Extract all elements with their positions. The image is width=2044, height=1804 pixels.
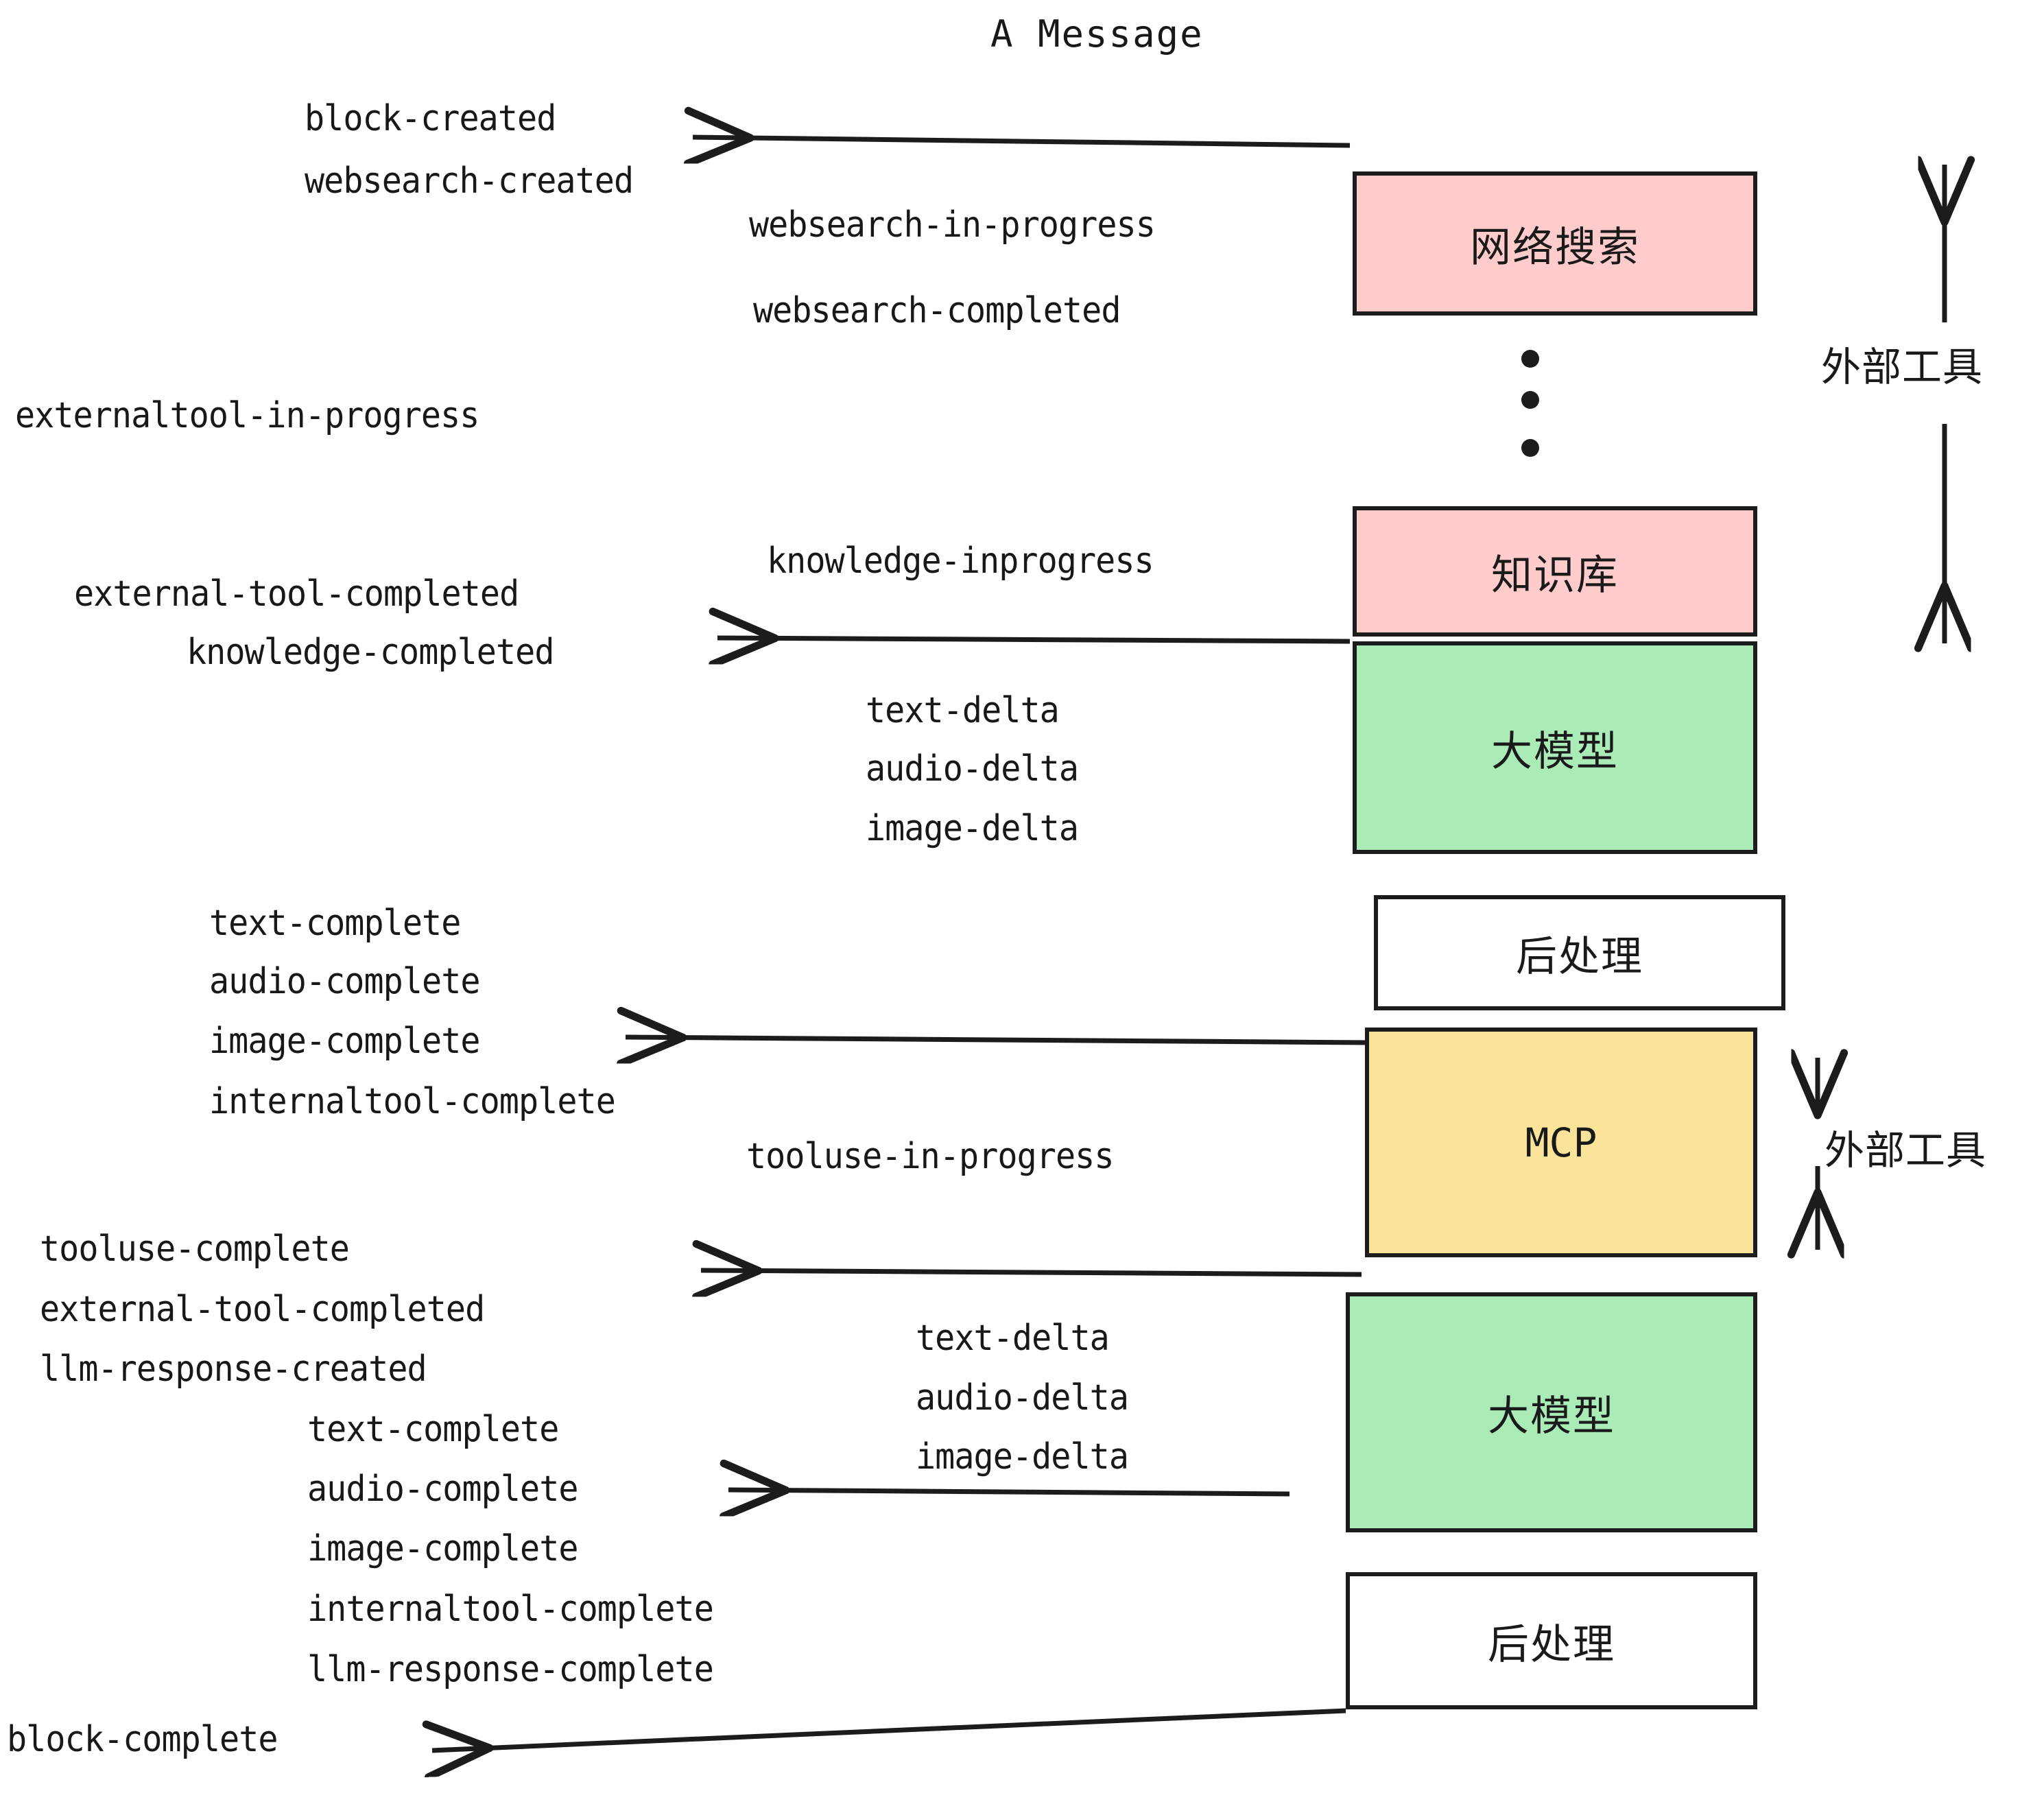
event-internaltool-complete-1: internaltool-complete [209, 1081, 616, 1122]
box-postprocess-1-label: 后处理 [1516, 932, 1643, 981]
arrow-websearch-to-events [693, 137, 1351, 145]
side-label-external-tools-top: 外部工具 [1821, 344, 1984, 390]
vertical-ellipsis-dot [1521, 350, 1539, 368]
event-image-complete-1: image-complete [209, 1021, 481, 1062]
box-llm-1: 大模型 [1353, 641, 1757, 854]
box-mcp-label: MCP [1525, 1119, 1597, 1166]
box-llm-2: 大模型 [1346, 1292, 1757, 1532]
event-llm-response-created: llm-response-created [40, 1349, 427, 1390]
event-knowledge-completed: knowledge-completed [187, 632, 554, 673]
arrow-postprocess1-to-events [626, 1037, 1369, 1043]
box-llm-2-label: 大模型 [1488, 1392, 1615, 1440]
event-externaltool-in-progress: externaltool-in-progress [15, 395, 479, 436]
event-internaltool-complete-2: internaltool-complete [307, 1589, 714, 1630]
event-audio-complete-2: audio-complete [307, 1469, 579, 1510]
box-knowledge: 知识库 [1353, 506, 1757, 637]
box-llm-1-label: 大模型 [1491, 727, 1619, 776]
vertical-ellipsis-dot [1521, 439, 1539, 457]
arrow-postprocess2-to-block-complete [432, 1708, 1346, 1750]
event-websearch-in-progress: websearch-in-progress [749, 204, 1156, 246]
event-external-tool-completed-2: external-tool-completed [40, 1289, 485, 1330]
event-audio-complete-1: audio-complete [209, 961, 481, 1002]
event-image-delta-2: image-delta [916, 1436, 1129, 1477]
event-audio-delta-1: audio-delta [866, 748, 1079, 790]
event-websearch-completed: websearch-completed [753, 290, 1121, 331]
vertical-ellipsis-dot [1521, 391, 1539, 409]
event-knowledge-inprogress: knowledge-inprogress [767, 541, 1154, 582]
arrow-mcp-to-events [701, 1270, 1362, 1274]
box-websearch: 网络搜索 [1353, 171, 1757, 316]
event-tooluse-in-progress: tooluse-in-progress [746, 1136, 1114, 1177]
event-text-complete-1: text-complete [209, 903, 461, 944]
event-text-delta-2: text-delta [916, 1318, 1110, 1359]
box-postprocess-2: 后处理 [1346, 1572, 1757, 1709]
box-postprocess-1: 后处理 [1374, 895, 1785, 1010]
box-websearch-label: 网络搜索 [1470, 223, 1640, 272]
box-postprocess-2-label: 后处理 [1488, 1620, 1615, 1669]
arrow-knowledge-to-events [717, 638, 1351, 641]
event-image-delta-1: image-delta [866, 808, 1079, 849]
event-external-tool-completed-1: external-tool-completed [74, 573, 519, 615]
box-mcp: MCP [1365, 1028, 1757, 1257]
diagram-title: A Message [990, 12, 1204, 56]
event-tooluse-complete: tooluse-complete [40, 1229, 350, 1270]
box-knowledge-label: 知识库 [1491, 551, 1619, 600]
event-image-complete-2: image-complete [307, 1528, 579, 1569]
event-audio-delta-2: audio-delta [916, 1377, 1129, 1419]
event-llm-response-complete: llm-response-complete [307, 1649, 714, 1690]
arrow-llm2-to-events [728, 1490, 1290, 1494]
event-text-complete-2: text-complete [307, 1409, 559, 1450]
event-block-complete: block-complete [7, 1719, 278, 1760]
event-websearch-created: websearch-created [305, 161, 634, 202]
event-text-delta-1: text-delta [866, 690, 1060, 731]
side-label-external-tools-bottom: 外部工具 [1825, 1127, 1987, 1174]
event-block-created: block-created [305, 98, 556, 139]
